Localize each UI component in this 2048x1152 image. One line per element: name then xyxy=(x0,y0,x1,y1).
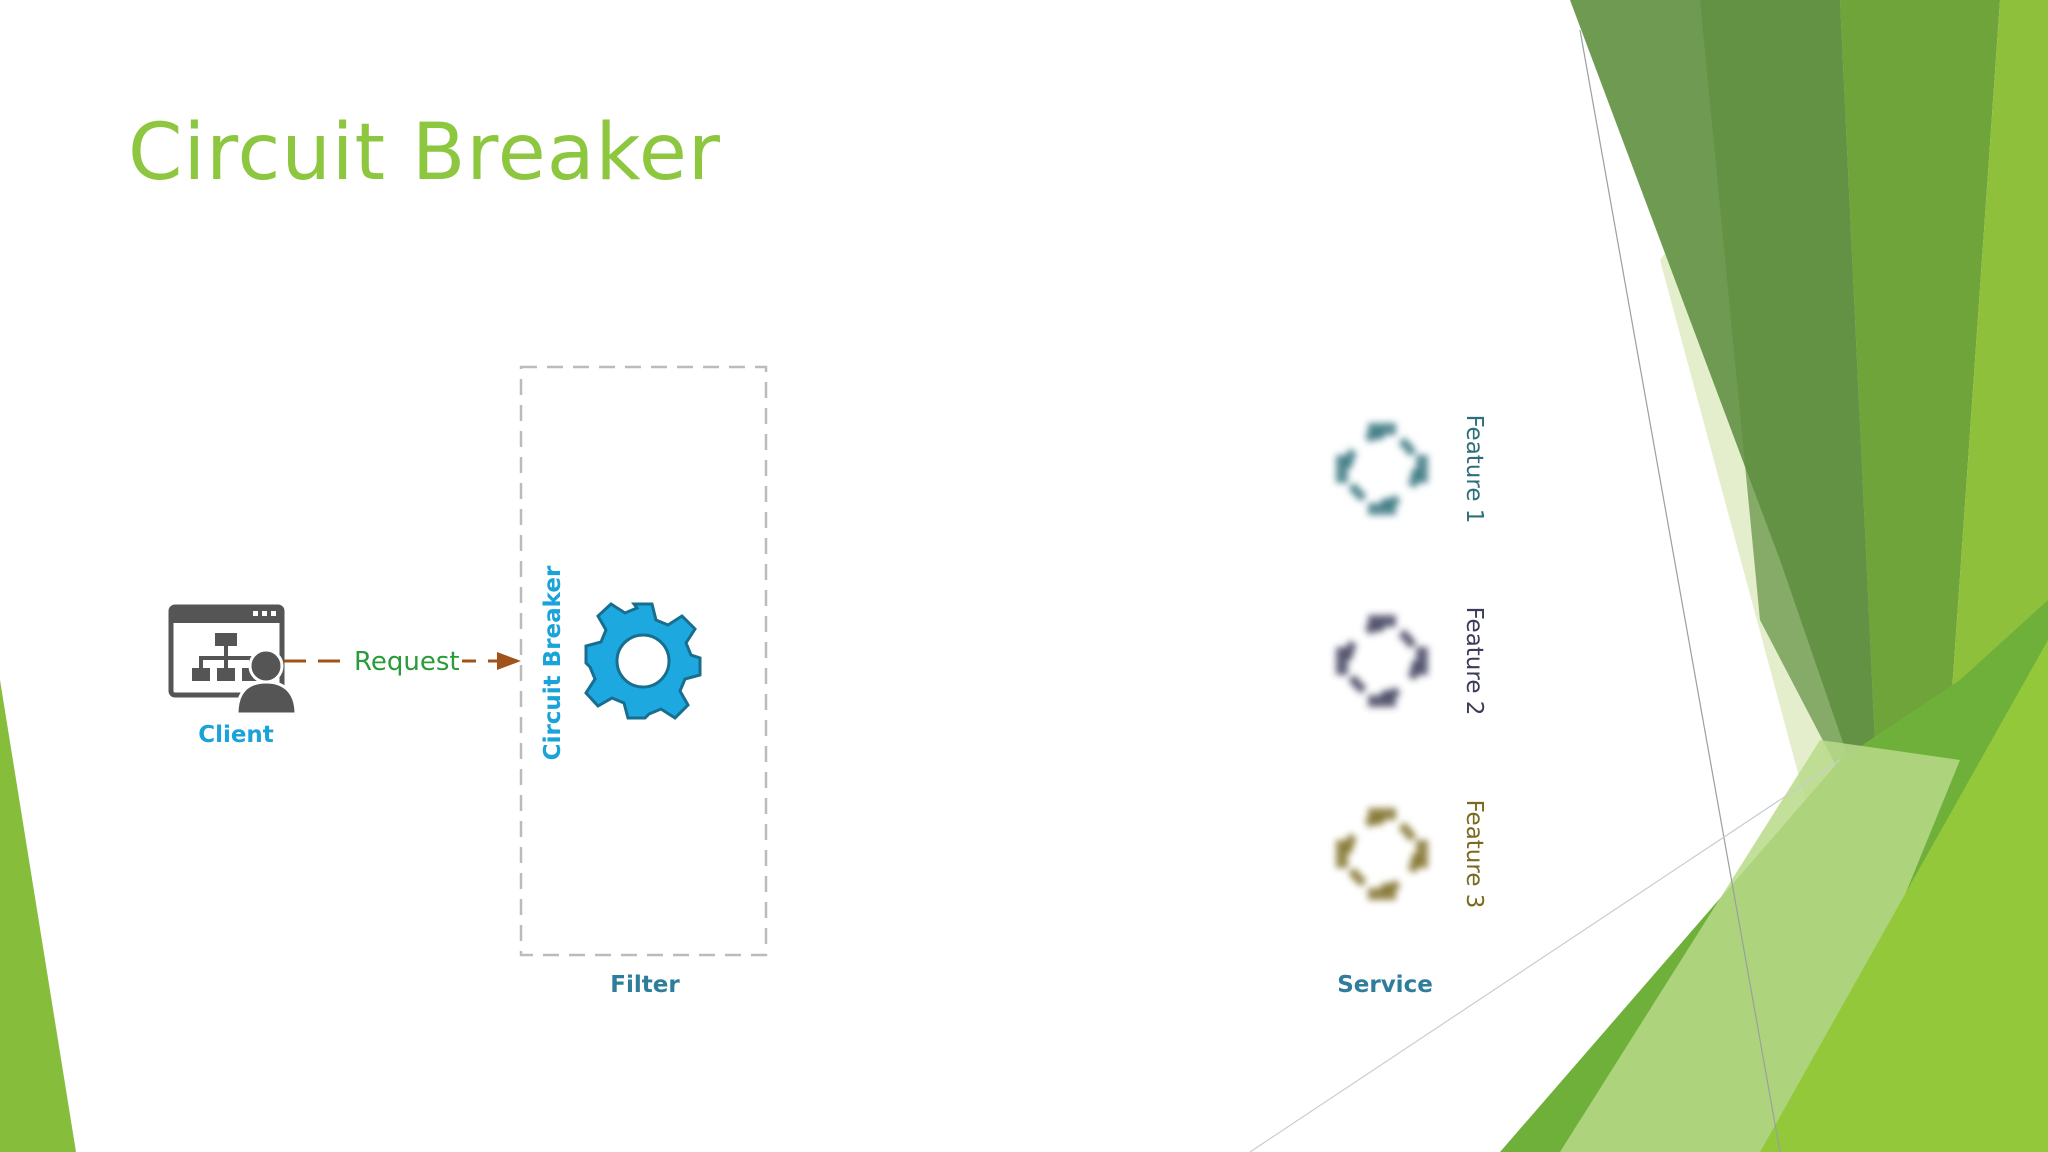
deco-thin-line-1 xyxy=(1579,29,1781,1152)
filter-label: Filter xyxy=(610,972,680,998)
deco-dark-overlay xyxy=(1700,0,1880,850)
feature-2-label: Feature 2 xyxy=(1461,606,1487,716)
circuit-breaker-label: Circuit Breaker xyxy=(540,565,566,761)
feature-1-icon xyxy=(1336,423,1428,515)
deco-bottom-bright xyxy=(1760,640,2048,1152)
deco-left-triangle xyxy=(0,680,76,1152)
deco-thin-line-2 xyxy=(1249,759,1841,1152)
client-label: Client xyxy=(198,722,274,748)
client-network-user-icon xyxy=(168,604,298,716)
feature-1-label: Feature 1 xyxy=(1461,414,1487,524)
feature-3-label: Feature 3 xyxy=(1461,799,1487,909)
slide-title: Circuit Breaker xyxy=(128,108,721,198)
service-label: Service xyxy=(1337,972,1433,998)
deco-mid-band xyxy=(1840,0,2000,1152)
request-label: Request xyxy=(352,647,462,677)
deco-bottom-light xyxy=(1560,740,1960,1152)
feature-3-icon xyxy=(1336,808,1428,900)
gear-icon xyxy=(584,602,702,720)
request-arrow-head xyxy=(497,652,521,670)
feature-2-icon xyxy=(1336,615,1428,707)
